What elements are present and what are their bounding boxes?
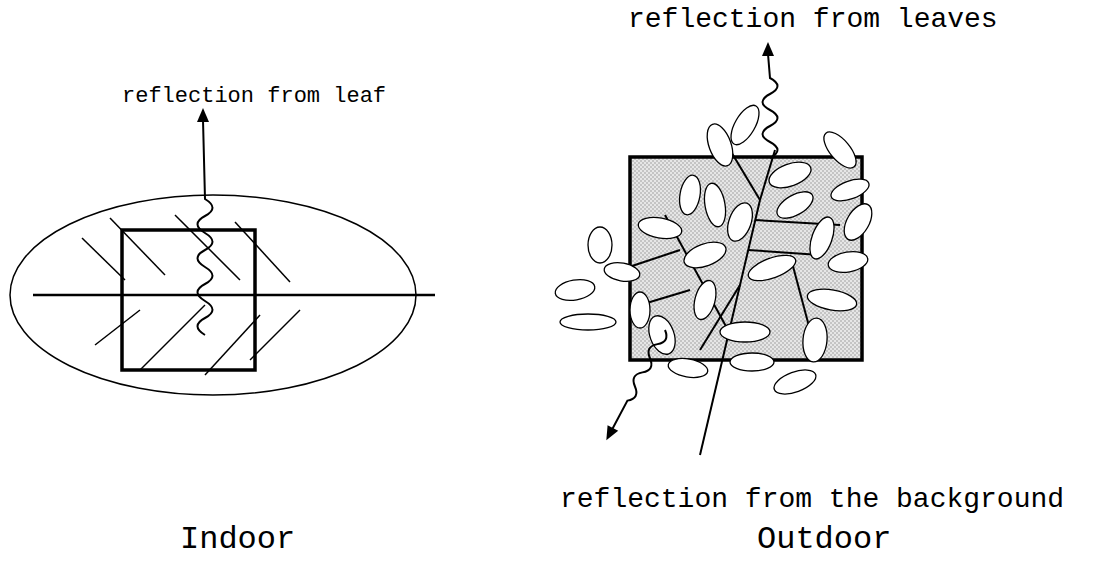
panel-title: Indoor xyxy=(180,522,295,559)
reflection-arrow xyxy=(762,42,778,158)
reflection-label: reflection from leaf xyxy=(122,84,386,109)
branches xyxy=(620,150,840,455)
reflection-arrow xyxy=(197,108,213,335)
indoor-leaf xyxy=(10,195,435,395)
panel-title: Outdoor xyxy=(757,522,891,559)
reflection-label: reflection from the background xyxy=(560,484,1064,516)
reflection-label: reflection from leaves xyxy=(628,4,998,36)
leaves xyxy=(554,101,878,399)
reflection-arrow xyxy=(601,327,670,443)
measurement-square xyxy=(122,230,255,370)
